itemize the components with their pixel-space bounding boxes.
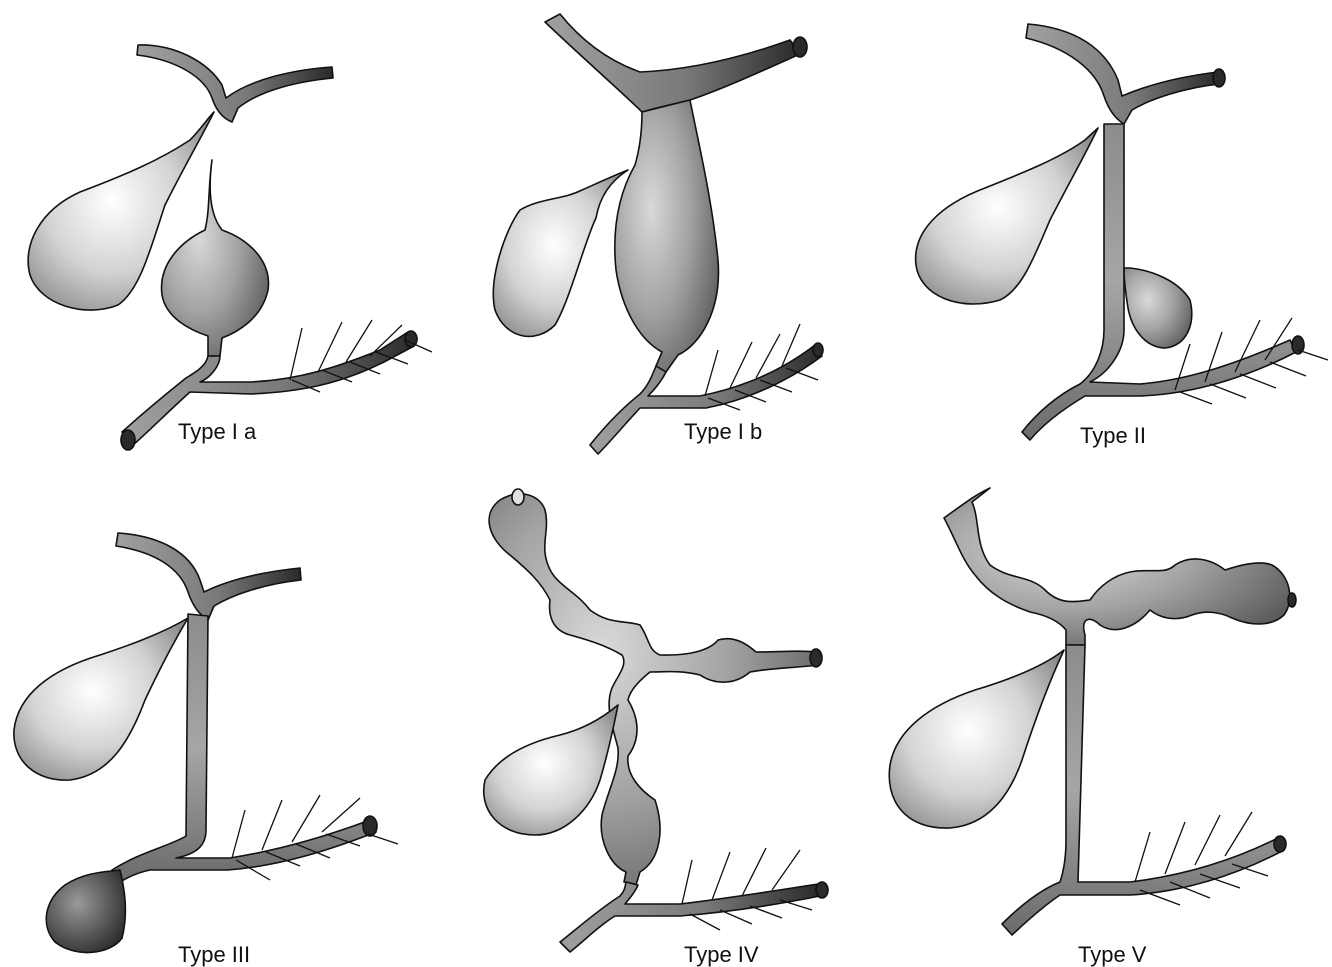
choledochocele	[46, 870, 125, 953]
hepatic-duct	[137, 45, 333, 122]
hepatic-duct	[545, 14, 800, 112]
hepatic-duct	[116, 533, 301, 620]
fusiform-cyst	[162, 160, 269, 356]
panel-type-2: Type II	[916, 24, 1328, 448]
pancreatic-duct-opening	[813, 343, 823, 357]
caption-type-3: Type III	[178, 942, 250, 967]
hepatic-duct	[1026, 24, 1219, 124]
duodenal-opening	[121, 430, 135, 450]
gallbladder	[916, 128, 1098, 304]
diverticulum-cyst	[1124, 268, 1192, 348]
panel-type-1a: Type I a	[28, 45, 432, 450]
pancreatic-duct-opening	[816, 882, 828, 898]
gallbladder	[14, 618, 188, 780]
gallbladder	[493, 170, 628, 336]
caption-type-1b: Type I b	[684, 419, 762, 444]
pancreatic-duct-opening	[363, 816, 377, 836]
hepatic-duct-opening	[793, 37, 807, 57]
caption-type-2: Type II	[1080, 423, 1146, 448]
common-bile-duct	[122, 332, 414, 446]
panel-type-3: Type III	[14, 533, 398, 967]
gallbladder	[889, 650, 1064, 828]
caption-type-1a: Type I a	[178, 419, 257, 444]
hepatic-duct-opening	[1288, 593, 1296, 607]
panel-type-4: Type IV	[484, 489, 828, 967]
gallbladder	[484, 705, 618, 835]
intrahepatic-cysts	[944, 488, 1290, 645]
caption-type-5: Type V	[1078, 942, 1147, 967]
hepatic-duct-opening-right	[810, 649, 822, 667]
pancreatic-duct-opening	[1274, 836, 1286, 852]
hepatic-duct-opening	[1213, 69, 1225, 87]
caption-type-4: Type IV	[684, 942, 759, 967]
cystic-dilation	[615, 100, 719, 372]
panel-type-5: Type V	[889, 488, 1296, 967]
hepatic-duct-opening-left	[512, 489, 524, 505]
panel-type-1b: Type I b	[493, 14, 823, 454]
